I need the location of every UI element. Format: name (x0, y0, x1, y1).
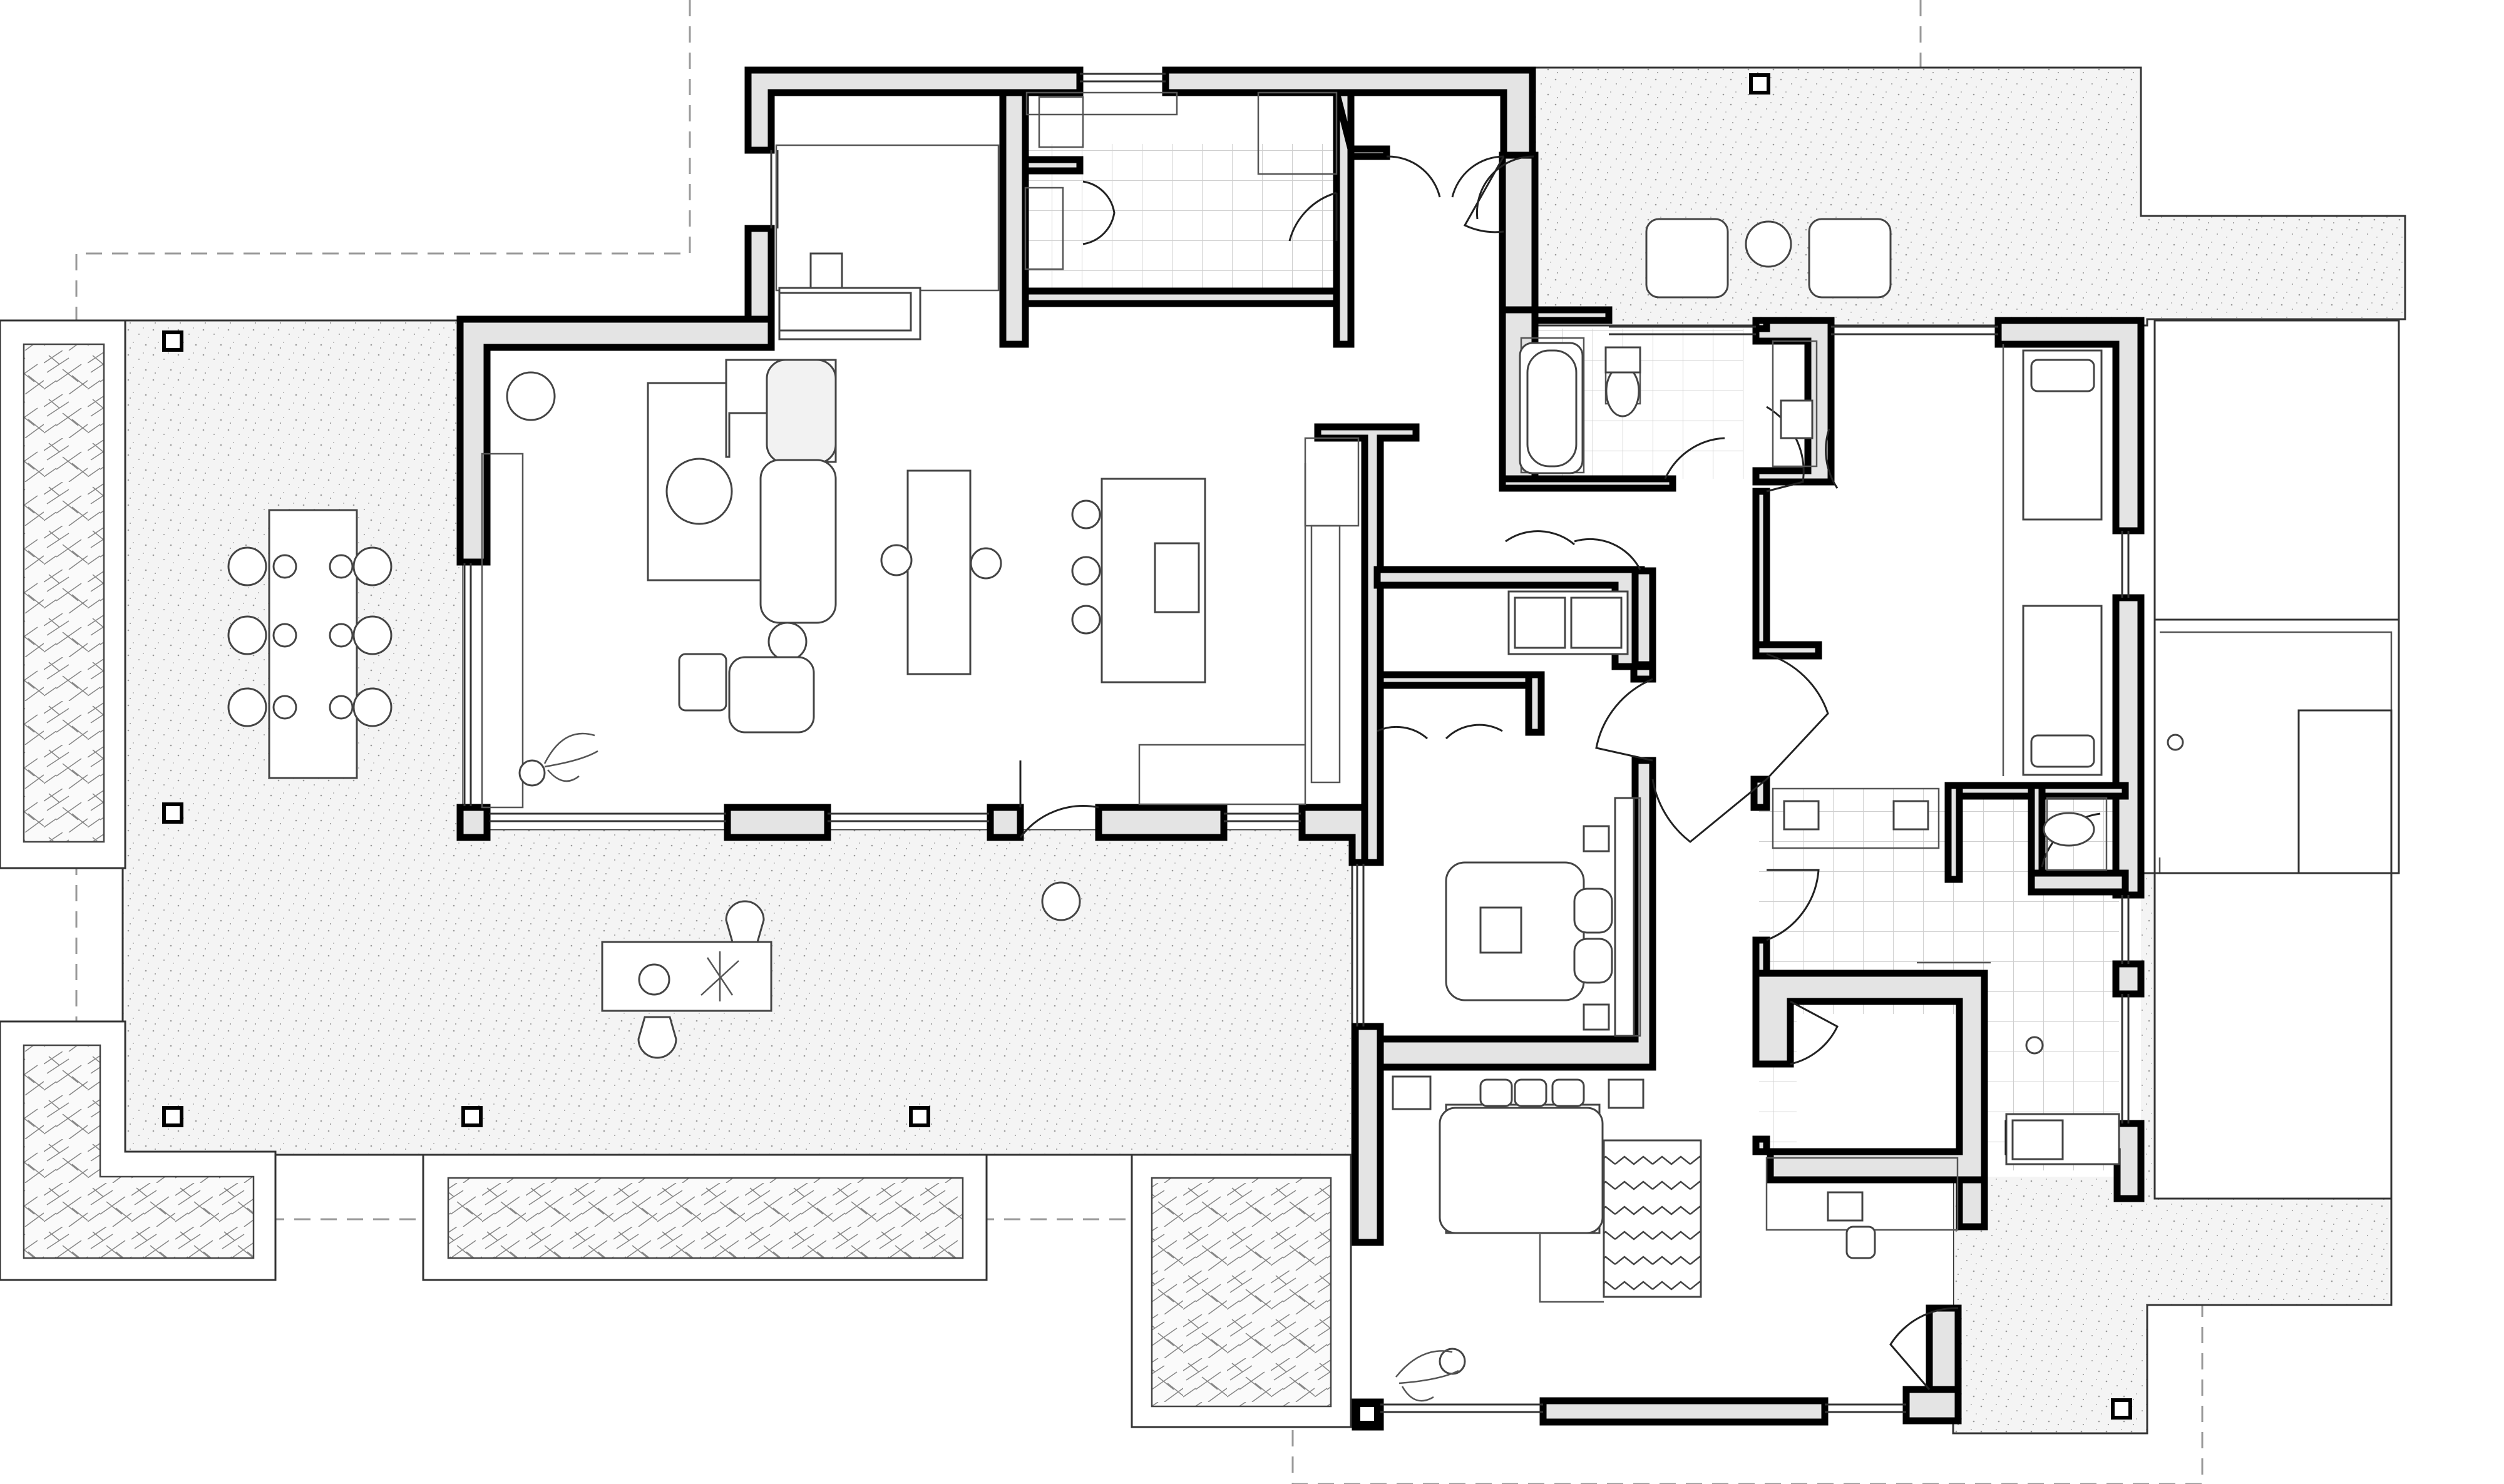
bath1-fixtures (1519, 342, 1814, 474)
walls (456, 66, 2145, 1431)
bath2-fixtures (1783, 734, 2184, 1165)
planters (0, 319, 2400, 1428)
bedroom2-furniture (1445, 590, 1635, 1037)
master-bedroom-furniture (1392, 1075, 1876, 1402)
living-furniture (506, 292, 1206, 787)
bedroom1-furniture (2002, 344, 2103, 776)
north-east-terrace (1532, 66, 2406, 327)
terrace-lounge (1645, 218, 1892, 299)
columns (162, 73, 2132, 1425)
doors (1019, 155, 2101, 1390)
windows (463, 73, 2130, 1413)
outdoor-dining (227, 509, 1081, 1059)
